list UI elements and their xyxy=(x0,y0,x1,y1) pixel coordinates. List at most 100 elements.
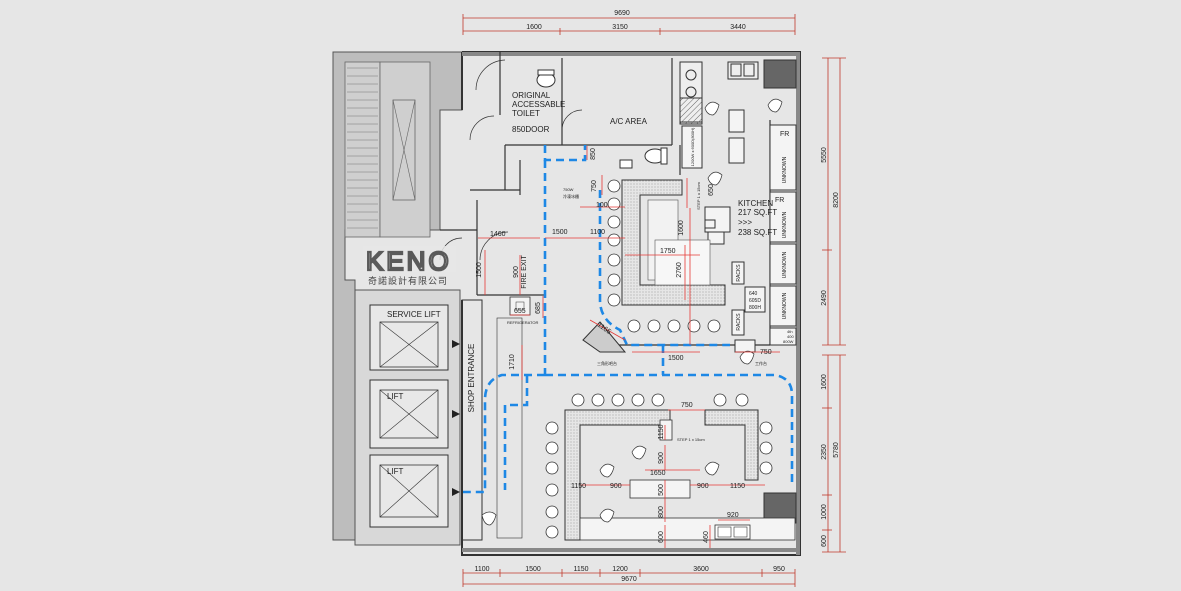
bar-stool xyxy=(735,393,749,407)
lift-2 xyxy=(369,454,449,528)
right-r6-dim: 600 xyxy=(821,535,828,547)
bar-stool xyxy=(759,461,773,475)
top-dimension-lines xyxy=(462,14,796,35)
toilet-label-3: TOILET xyxy=(512,109,540,118)
kitchen-dim-4x2: 400 xyxy=(787,334,794,339)
fire-exit-label: FIRE EXIT xyxy=(521,255,528,289)
ac-room-fixtures xyxy=(561,109,668,169)
outer-wall-shadow xyxy=(462,52,800,56)
dim-650: 650 xyxy=(708,184,715,196)
dim-1500b: 1500 xyxy=(476,262,483,278)
right-lower-total-dim: 5780 xyxy=(833,442,840,458)
bottom-s2-dim: 1500 xyxy=(525,566,541,573)
dim-655: 655 xyxy=(514,308,526,315)
bar-stool xyxy=(607,293,621,307)
service-lift-label: SERVICE LIFT xyxy=(387,310,441,319)
kitchen-area-1: 217 SQ.FT xyxy=(738,208,777,217)
cabinet-label: 工作台 xyxy=(755,360,767,366)
lower-bar-counter xyxy=(564,409,796,541)
right-dimension-lines xyxy=(822,57,846,553)
bar-stool xyxy=(707,319,721,333)
bottom-s3-dim: 1150 xyxy=(573,566,588,573)
dim-460: 460 xyxy=(703,531,710,543)
dim-900c: 900 xyxy=(610,483,622,490)
bar-stool xyxy=(647,319,661,333)
bar-stool xyxy=(759,441,773,455)
ac-area-label: A/C AREA xyxy=(610,117,648,126)
stair-core xyxy=(332,51,463,541)
right-r3-dim: 1600 xyxy=(821,374,828,390)
small-label-2: 冷凍冰櫃 xyxy=(563,193,579,199)
bar-stool xyxy=(667,319,681,333)
kitchen-box-b: 605D xyxy=(749,298,761,304)
bar-stool xyxy=(607,215,621,229)
top-overall-dim: 9690 xyxy=(614,10,630,17)
bar-stool xyxy=(607,273,621,287)
bar-stool xyxy=(545,483,559,497)
step-lower-label: STEP 1 x 15cm xyxy=(677,437,705,442)
right-r2-dim: 2490 xyxy=(821,290,828,306)
bar-stool xyxy=(571,393,585,407)
dim-1500a: 1500 xyxy=(552,229,568,236)
bar-stool xyxy=(651,393,665,407)
dim-1460: 1460 xyxy=(490,231,506,238)
dim-900b: 900 xyxy=(658,452,665,464)
lift-2-label: LIFT xyxy=(387,467,404,476)
bar-stool xyxy=(545,421,559,435)
logo-subtitle: 奇諾設計有限公司 xyxy=(368,275,448,286)
bar-stool xyxy=(607,197,621,211)
dim-900a: 900 xyxy=(513,266,520,278)
kitchen-equipment xyxy=(679,61,797,353)
dim-1600: 1600 xyxy=(678,220,685,236)
stair-treads xyxy=(347,67,378,229)
bar-stool xyxy=(611,393,625,407)
refrigerator-label: REFRIGERATOR xyxy=(507,320,539,325)
bar-stool xyxy=(591,393,605,407)
dim-2760: 2760 xyxy=(676,262,683,278)
lift-1-label: LIFT xyxy=(387,392,404,401)
service-lift xyxy=(369,304,449,371)
logo-mark: KENO xyxy=(366,246,452,276)
dim-1710: 1710 xyxy=(509,354,516,370)
right-r4-dim: 2350 xyxy=(821,444,828,460)
bar-stool xyxy=(545,461,559,475)
bottom-s1-dim: 1100 xyxy=(474,566,489,573)
top-seg2-dim: 3150 xyxy=(612,24,628,31)
kitchen-label-2: FR xyxy=(775,197,784,204)
bar-stool xyxy=(687,319,701,333)
step-upper-label: STEP 1 x 15cm xyxy=(696,181,701,209)
bar-stool xyxy=(607,233,621,247)
upper-bar-counter xyxy=(582,179,726,353)
bar-stool xyxy=(713,393,727,407)
dim-850: 850 xyxy=(590,148,597,160)
outer-wall-bottom xyxy=(462,548,800,552)
dim-1500c: 1500 xyxy=(668,355,684,362)
bar-stool xyxy=(759,421,773,435)
dim-750a: 750 xyxy=(591,180,598,192)
outer-wall-right xyxy=(796,52,800,555)
dim-1100: 1100 xyxy=(590,229,605,236)
entrance-arrows xyxy=(452,340,460,496)
bar-stool xyxy=(545,505,559,519)
dim-1150c: 1150 xyxy=(730,483,745,490)
shop-entrance-band xyxy=(461,299,483,541)
dim-900d: 900 xyxy=(697,483,709,490)
kitchen-area-2: 238 SQ.FT xyxy=(738,228,777,237)
kitchen-arrows: >>> xyxy=(738,218,752,227)
kitchen-racks-1: RACKS xyxy=(736,264,742,282)
top-seg3-dim: 3440 xyxy=(730,24,746,31)
toilet-label-1: ORIGINAL xyxy=(512,91,551,100)
company-logo: KENO 奇諾設計有限公司 xyxy=(363,245,456,286)
kitchen-equip-label: 1200W x 600D(800H) xyxy=(690,127,695,166)
bar-stool xyxy=(607,253,621,267)
bar-stool xyxy=(627,319,641,333)
dim-750c: 750 xyxy=(681,402,693,409)
kitchen-box-a: 640 xyxy=(749,291,758,297)
lower-stools xyxy=(545,393,773,539)
toilet-room xyxy=(469,59,556,141)
bottom-s4-dim: 1200 xyxy=(612,566,628,573)
dim-1650: 1650 xyxy=(650,470,666,477)
kitchen-title: KITCHEN xyxy=(738,199,773,208)
kitchen-dim-4x: 4th xyxy=(787,329,793,334)
